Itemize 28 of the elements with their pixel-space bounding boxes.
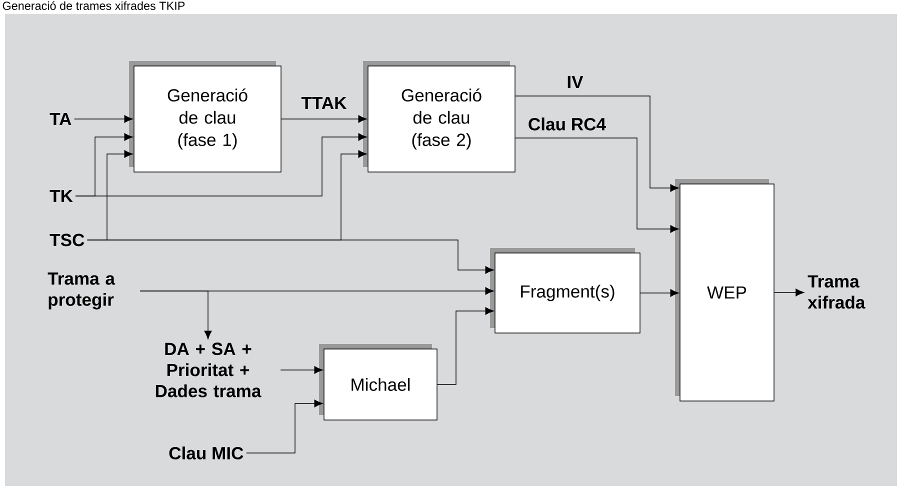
input-label: Clau MIC <box>169 446 244 460</box>
edge-label: IV <box>566 74 584 90</box>
input-label: TSC <box>50 234 84 246</box>
arrow <box>437 307 494 385</box>
arrow <box>140 290 212 340</box>
process-box: Fragment(s) <box>490 248 640 334</box>
arrow <box>774 288 804 296</box>
process-box: Generació de clau (fase 2) <box>363 61 516 172</box>
input-label: DA + SA + Prioritat + Dades trama <box>156 342 262 398</box>
arrow <box>280 366 323 374</box>
title: Generació de trames xifrades TKIP <box>2 1 185 10</box>
arrow <box>74 115 133 123</box>
input-label: TK <box>50 190 73 202</box>
arrow <box>640 289 679 297</box>
process-box: WEP <box>675 179 774 402</box>
input-label: Trama a protegir <box>48 272 116 310</box>
edge-label: Clau RC4 <box>526 116 608 132</box>
arrow <box>515 138 679 233</box>
process-box: Generació de clau (fase 1) <box>129 61 282 172</box>
process-box: Michael <box>319 344 438 420</box>
arrow <box>515 96 679 192</box>
arrow <box>75 133 367 196</box>
input-label: Trama xifrada <box>808 275 866 309</box>
arrow <box>281 115 367 123</box>
input-label: TA <box>50 112 72 126</box>
arrow <box>246 400 323 454</box>
edge-label: TTAK <box>300 96 348 110</box>
arrow <box>86 240 494 274</box>
